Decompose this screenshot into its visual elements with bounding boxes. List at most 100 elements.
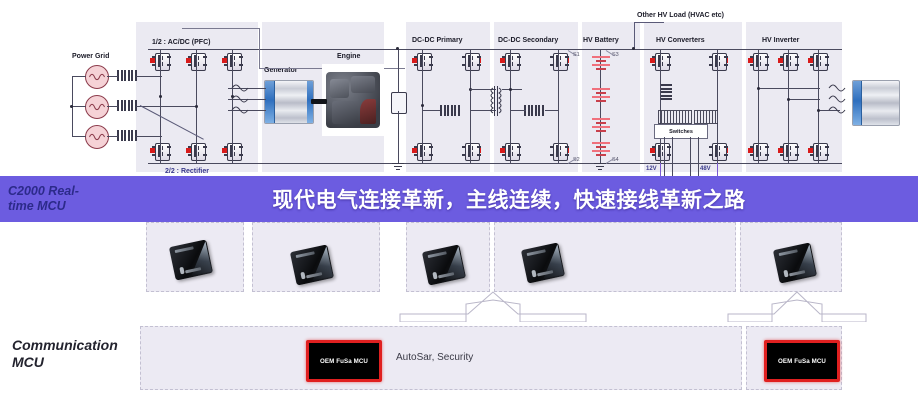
inv-node-3 bbox=[817, 109, 820, 112]
label-node-s2: S2 bbox=[573, 157, 580, 163]
label-generator: Generator bbox=[264, 67, 298, 74]
grid-node bbox=[70, 105, 73, 108]
dcdc-p-inductor bbox=[440, 105, 462, 116]
sine-wave-icon bbox=[89, 73, 105, 81]
label-hv-converters: HV Converters bbox=[656, 37, 705, 44]
oem-fusa-mcu-right-label: OEM FuSa MCU bbox=[778, 357, 826, 365]
grid-lead-3 bbox=[72, 136, 86, 137]
label-hv-inverter: HV Inverter bbox=[762, 37, 800, 44]
switch-drop-4 bbox=[698, 137, 699, 183]
coil-link-2 bbox=[107, 106, 118, 107]
other-hv-load-leader-v bbox=[634, 22, 635, 49]
xfmr-lead-out-top bbox=[502, 89, 522, 90]
fet-dcdc-s-b2 bbox=[548, 143, 569, 161]
inv-node-2 bbox=[787, 98, 790, 101]
generator-end-cap-right bbox=[307, 81, 313, 123]
inv-phase-out-2 bbox=[788, 99, 820, 100]
fet-inv-b2 bbox=[778, 143, 799, 161]
banner-headline: 现代电气连接革新，主线连续，快速接线革新之路 bbox=[272, 189, 746, 212]
coil-out-1 bbox=[136, 76, 162, 77]
grid-lead-1 bbox=[72, 76, 86, 77]
dcdc-p-leg-2 bbox=[470, 49, 471, 163]
dcdc-s-leg-2 bbox=[558, 49, 559, 163]
ac-source-phase-1 bbox=[85, 65, 109, 89]
fet-dcdc-s-t2 bbox=[548, 53, 569, 71]
dcdc-s-inductor bbox=[524, 105, 546, 116]
pfc-leg-3 bbox=[232, 49, 233, 163]
pfc-mid-node-3 bbox=[231, 95, 234, 98]
generator-end-cap-left bbox=[265, 81, 275, 123]
other-hv-load-leader-h bbox=[634, 22, 664, 23]
grid-lead-2 bbox=[72, 106, 86, 107]
coil-link-1 bbox=[107, 76, 118, 77]
dc-link-ground-icon bbox=[392, 163, 404, 172]
fet-dcdc-p-t2 bbox=[460, 53, 481, 71]
coil-link-3 bbox=[107, 136, 118, 137]
label-dcdc-primary: DC-DC Primary bbox=[412, 37, 463, 44]
connector-arrow-right bbox=[727, 291, 867, 322]
label-node-s3: S3 bbox=[612, 52, 619, 58]
generator-graphic bbox=[264, 80, 314, 124]
gen-sine-marks bbox=[231, 84, 249, 114]
inv-phase-out-3 bbox=[818, 110, 840, 111]
hv-cell-1 bbox=[592, 56, 610, 70]
fet-rect-b3 bbox=[222, 143, 243, 161]
grid-inductor-1 bbox=[117, 70, 139, 81]
inv-leg-1 bbox=[758, 49, 759, 163]
label-hv-battery: HV Battery bbox=[583, 37, 619, 44]
label-rectifier: 2/2 : Rectifier bbox=[165, 168, 209, 175]
inv-leg-3 bbox=[818, 49, 819, 163]
pfc-mid-node-1 bbox=[159, 95, 162, 98]
fet-pfc-t1 bbox=[150, 53, 171, 71]
transformer-windings bbox=[490, 87, 502, 114]
motor-end-cap-left bbox=[853, 81, 862, 125]
sine-wave-icon bbox=[89, 103, 105, 111]
fet-dcdc-p-t1 bbox=[412, 53, 433, 71]
hv-battery-ground-icon bbox=[594, 163, 606, 172]
sine-wave-icon bbox=[89, 133, 105, 141]
hvconv-leg-2 bbox=[717, 49, 718, 163]
fet-rect-b2 bbox=[186, 143, 207, 161]
column-hv-battery bbox=[582, 22, 640, 172]
engine-graphic bbox=[322, 64, 384, 136]
other-hv-load-node bbox=[632, 47, 635, 50]
switch-drop-3 bbox=[690, 137, 691, 183]
dcdc-s-node-1 bbox=[509, 88, 512, 91]
label-engine: Engine bbox=[337, 53, 361, 60]
fet-inv-t3 bbox=[808, 53, 829, 71]
motor-sine-marks bbox=[828, 84, 846, 114]
dcdc-s-leg-1 bbox=[510, 49, 511, 163]
isolation-transformer bbox=[488, 86, 504, 116]
hv-cell-2 bbox=[592, 88, 610, 102]
inv-leg-2 bbox=[788, 49, 789, 163]
hv-cell-3 bbox=[592, 118, 610, 132]
headline-banner: C2000 Real- time MCU 现代电气连接革新，主线连续，快速接线革… bbox=[0, 176, 918, 222]
coil-out-3 bbox=[136, 136, 162, 137]
label-rail-12v: 12V bbox=[646, 166, 657, 172]
label-ac-dc-pfc: 1/2 : AC/DC (PFC) bbox=[152, 39, 211, 46]
fet-rect-b1 bbox=[150, 143, 171, 161]
banner-side-label: C2000 Real- time MCU bbox=[8, 184, 79, 213]
switch-drop-1 bbox=[664, 137, 665, 183]
hv-battery-bus bbox=[600, 49, 601, 163]
fet-hvconv-b1 bbox=[650, 143, 671, 161]
dcdc-p-res-run bbox=[422, 110, 440, 111]
xfmr-lead-in-top bbox=[470, 89, 490, 90]
pfc-gate-drop-right bbox=[259, 28, 260, 69]
ac-source-phase-2 bbox=[85, 95, 109, 119]
communication-mcu-label: Communication MCU bbox=[12, 337, 118, 370]
fet-dcdc-s-t1 bbox=[500, 53, 521, 71]
dc-link-cap-leg-top bbox=[398, 49, 399, 93]
grid-inductor-3 bbox=[117, 130, 139, 141]
grid-inductor-2 bbox=[117, 100, 139, 111]
pfc-leg-1 bbox=[160, 49, 161, 163]
label-dcdc-secondary: DC-DC Secondary bbox=[498, 37, 559, 44]
fet-dcdc-p-b2 bbox=[460, 143, 481, 161]
comm-mcu-main-box bbox=[140, 326, 742, 390]
hvconv-choke bbox=[661, 84, 672, 102]
dcdc-s-res-out bbox=[545, 110, 559, 111]
connector-arrow-left bbox=[399, 291, 587, 322]
fet-hvconv-b2 bbox=[707, 143, 728, 161]
inv-node-1 bbox=[757, 87, 760, 90]
